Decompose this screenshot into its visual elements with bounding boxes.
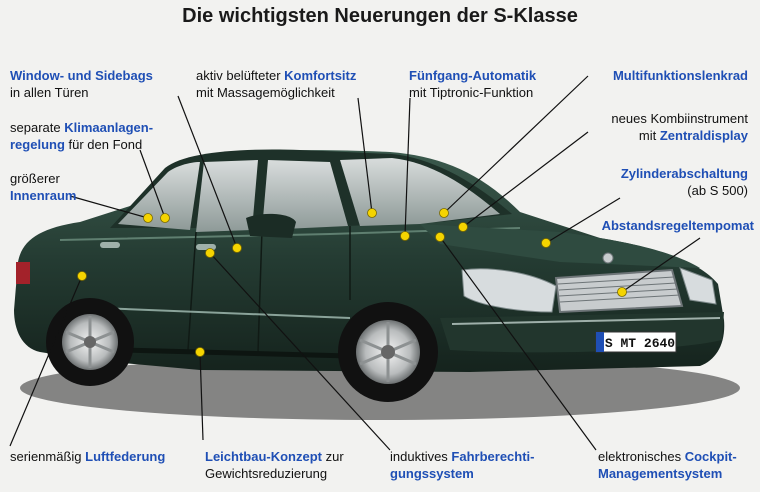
side-molding — [99, 307, 351, 319]
label-zylinder: Zylinderabschaltung (ab S 500) — [621, 165, 748, 199]
leader-innenraum — [69, 195, 149, 219]
leader-abstand — [621, 237, 701, 293]
leader-airbags — [177, 95, 238, 249]
door-handle-rear — [100, 242, 120, 248]
leader-automatik — [404, 97, 411, 237]
marker-abstand — [617, 287, 627, 297]
marker-airbags — [232, 243, 242, 253]
label-cockpit-pre: elektronisches — [598, 449, 685, 464]
label-leichtbau-rest2: Gewichtsreduzierung — [205, 466, 328, 481]
marker-leichtbau — [195, 347, 205, 357]
label-automatik: Fünfgang-Automatik mit Tiptronic-Funktio… — [409, 67, 536, 101]
label-luftfederung: serienmäßig Luftfederung — [10, 448, 165, 465]
leader-lenkrad — [443, 75, 589, 214]
door-handle-front — [196, 244, 216, 250]
label-komfortsitz: aktiv belüfteter Komfortsitz mit Massage… — [196, 67, 356, 101]
label-abstand: Abstandsregeltempomat — [602, 217, 754, 234]
label-airbags: Window- und Sidebags in allen Türen — [10, 67, 153, 101]
label-innenraum-bold: Innenraum — [10, 188, 77, 203]
leader-luftfederung — [9, 275, 83, 447]
bumper-strip — [451, 317, 721, 325]
label-lenkrad: Multifunktionslenkrad — [613, 67, 748, 84]
label-airbags-rest: in allen Türen — [10, 85, 89, 100]
leader-leichtbau — [199, 351, 204, 441]
label-luftfederung-bold: Luftfederung — [85, 449, 166, 464]
door-seam-front — [257, 229, 263, 353]
leader-lines — [9, 75, 701, 451]
label-klima-pre: separate — [10, 120, 65, 135]
marker-zylinder — [541, 238, 551, 248]
plate-eu-band — [596, 332, 604, 352]
label-klima-bold1: Klimaanlagen- — [64, 120, 154, 135]
leader-komfortsitz — [357, 97, 373, 214]
front-door-window — [262, 160, 348, 230]
marker-lenkrad — [439, 208, 449, 218]
label-zentraldisplay-pre2: mit — [638, 128, 660, 143]
leader-klima — [139, 149, 166, 219]
label-zylinder-bold: Zylinderabschaltung — [620, 166, 748, 181]
label-abstand-bold: Abstandsregeltempomat — [601, 218, 754, 233]
marker-fahrberechtigung — [205, 248, 215, 258]
label-innenraum: größerer Innenraum — [10, 170, 76, 204]
leader-zylinder — [545, 197, 621, 244]
label-zylinder-rest: (ab S 500) — [687, 183, 748, 198]
windshield — [340, 158, 500, 226]
label-komfortsitz-rest: mit Massagemöglichkeit — [196, 85, 335, 100]
label-klima-rest: für den Fond — [64, 137, 143, 152]
label-airbags-bold: Window- und Sidebags — [10, 68, 153, 83]
label-cockpit: elektronisches Cockpit- Managementsystem — [598, 448, 737, 482]
label-zentraldisplay-pre: neues Kombiinstrument — [611, 111, 748, 126]
label-komfortsitz-bold: Komfortsitz — [284, 68, 357, 83]
label-komfortsitz-pre: aktiv belüfteter — [196, 68, 285, 83]
label-automatik-rest: mit Tiptronic-Funktion — [409, 85, 534, 100]
side-mirror — [246, 213, 296, 238]
star-emblem — [602, 252, 614, 264]
front-wheel — [338, 302, 438, 402]
marker-klima — [160, 213, 170, 223]
leader-zentraldisplay — [462, 131, 589, 228]
marker-zentraldisplay — [458, 222, 468, 232]
label-cockpit-bold2: Managementsystem — [598, 466, 723, 481]
hood — [420, 224, 700, 268]
marker-luftfederung — [77, 271, 87, 281]
label-leichtbau-bold: Leichtbau-Konzept — [205, 449, 322, 464]
page-title: Die wichtigsten Neuerungen der S-Klasse — [182, 5, 578, 27]
label-klima-bold2: regelung — [10, 137, 65, 152]
marker-innenraum — [143, 213, 153, 223]
marker-automatik — [400, 231, 410, 241]
label-luftfederung-pre: serienmäßig — [10, 449, 86, 464]
rear-wheel — [46, 298, 134, 386]
label-lenkrad-bold: Multifunktionslenkrad — [612, 68, 748, 83]
leader-cockpit — [439, 236, 597, 451]
marker-komfortsitz — [367, 208, 377, 218]
label-fahrberechtigung-bold2: gungssystem — [390, 466, 474, 481]
headlight — [461, 268, 557, 313]
marker-cockpit — [435, 232, 445, 242]
headlight-right — [679, 267, 717, 305]
label-fahrberechtigung-bold1: Fahrberechti- — [451, 449, 535, 464]
leader-fahrberechtigung — [209, 252, 391, 451]
label-automatik-bold: Fünfgang-Automatik — [409, 68, 537, 83]
label-cockpit-bold1: Cockpit- — [684, 449, 737, 464]
label-fahrberechtigung: induktives Fahrberechti- gungssystem — [390, 448, 535, 482]
license-plate-text: S MT 2640 — [605, 336, 675, 351]
label-zentraldisplay-bold: Zentraldisplay — [659, 128, 748, 143]
sill — [119, 347, 351, 359]
label-fahrberechtigung-pre: induktives — [390, 449, 452, 464]
label-innenraum-pre: größerer — [10, 171, 60, 186]
label-klima: separate Klimaanlagen- regelung für den … — [10, 119, 153, 153]
label-leichtbau-rest1: zur — [322, 449, 344, 464]
markers — [77, 208, 627, 357]
rear-window — [118, 162, 200, 230]
door-seam-rear — [187, 231, 197, 351]
label-zentraldisplay: neues Kombiinstrument mit Zentraldisplay — [611, 110, 748, 144]
tail-light — [16, 262, 30, 284]
rear-door-window — [196, 160, 258, 232]
label-leichtbau: Leichtbau-Konzept zur Gewichtsreduzierun… — [205, 448, 344, 482]
